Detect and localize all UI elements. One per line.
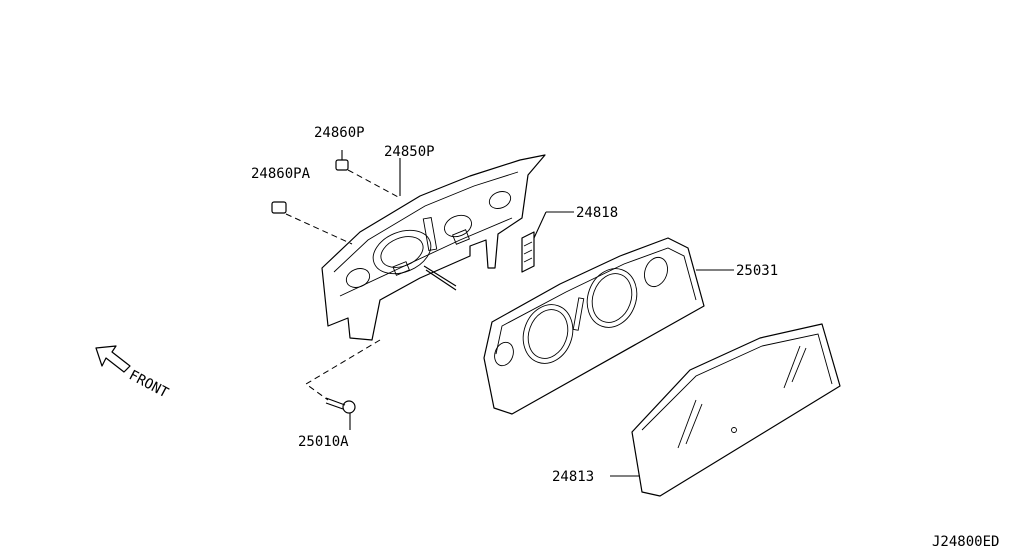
- part-label-25031: 25031: [736, 263, 778, 279]
- assembly-line: [305, 339, 381, 401]
- cluster-lens: [631, 323, 841, 497]
- instrument-cluster-unit: [321, 154, 546, 341]
- leader-line: [533, 211, 547, 239]
- part-label-24813: 24813: [552, 469, 594, 485]
- front-label: FRONT: [126, 367, 171, 401]
- part-label-24850p: 24850P: [384, 144, 435, 160]
- screw-24860p: [335, 150, 349, 171]
- diagram-code: J24800ED: [932, 534, 999, 550]
- part-label-24818: 24818: [576, 205, 618, 221]
- front-arrow-icon: [95, 345, 131, 373]
- assembly-line: [285, 213, 353, 245]
- part-label-24860pa: 24860PA: [251, 166, 311, 182]
- cluster-bezel: [483, 237, 705, 415]
- bulb-socket-part: [521, 231, 535, 273]
- screw-24860pa: [271, 201, 287, 214]
- assembly-line: [347, 169, 401, 199]
- part-label-24860p: 24860P: [314, 125, 365, 141]
- part-label-25010a: 25010A: [298, 434, 349, 450]
- screw-25010a: [325, 397, 356, 414]
